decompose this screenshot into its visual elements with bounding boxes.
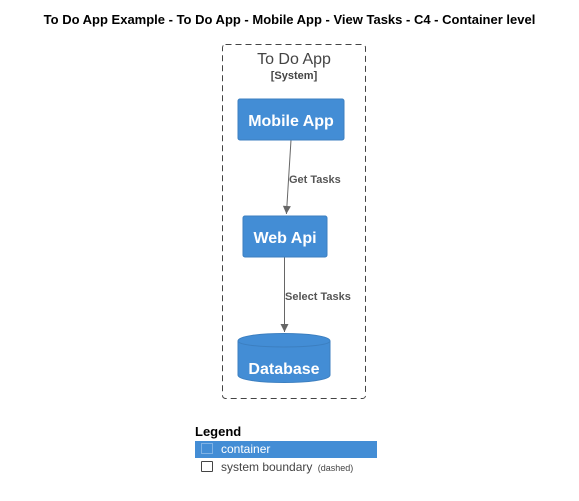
legend-title: Legend (195, 424, 242, 439)
diagram-title: To Do App Example - To Do App - Mobile A… (43, 12, 536, 27)
container-swatch-icon (201, 443, 213, 454)
container-web-api[interactable]: Web Api (242, 215, 328, 258)
container-label-database: Database (248, 361, 319, 378)
database-cylinder-rim (237, 340, 331, 348)
relation-label-select-tasks: Select Tasks (285, 291, 351, 303)
container-database[interactable]: Database (237, 333, 331, 383)
legend-item-boundary: system boundary (dashed) (195, 459, 353, 476)
relation-select-tasks: Select Tasks (280, 257, 351, 332)
boundary-frame (222, 44, 366, 399)
relation-label-get-tasks: Get Tasks (289, 174, 341, 186)
boundary-name: To Do App (257, 51, 331, 68)
legend-item-container: container (195, 441, 377, 458)
system-boundary: To Do App [System] (222, 44, 366, 399)
relation-arrow (282, 139, 292, 215)
container-label-mobile-app: Mobile App (248, 113, 334, 130)
boundary-swatch-icon (201, 461, 213, 472)
container-box (237, 98, 345, 141)
boundary-type: [System] (271, 70, 318, 82)
legend-label-container: container (221, 442, 271, 456)
container-box (242, 215, 328, 258)
legend-label-boundary: system boundary (221, 460, 313, 474)
relation-get-tasks: Get Tasks (282, 139, 341, 215)
container-label-web-api: Web Api (253, 230, 316, 247)
legend-note-dashed: (dashed) (317, 463, 354, 473)
container-mobile-app[interactable]: Mobile App (237, 98, 345, 141)
database-cylinder-icon (237, 333, 331, 383)
